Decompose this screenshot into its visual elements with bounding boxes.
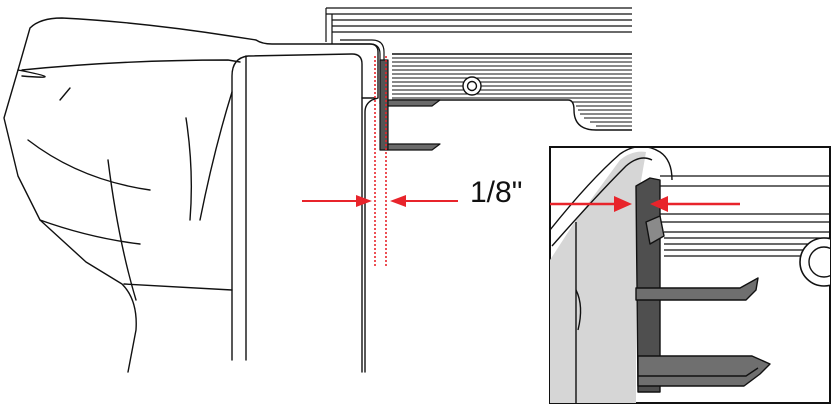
alignment-guides <box>374 56 387 268</box>
mounting-screw <box>462 76 482 96</box>
machine-housing <box>3 17 379 373</box>
dimension-arrows <box>302 195 458 207</box>
dimension-label: 1/8" <box>470 176 523 209</box>
bracket <box>379 59 441 151</box>
detail-inset <box>549 146 831 404</box>
rail-assembly <box>325 7 632 131</box>
